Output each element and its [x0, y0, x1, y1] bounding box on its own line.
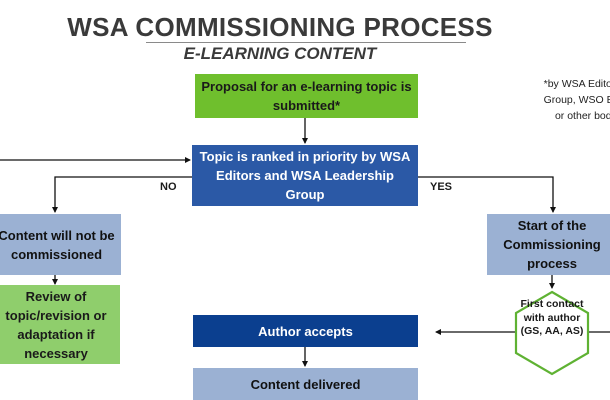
node-first-contact: First contact with author (GS, AA, AS) [520, 298, 584, 337]
footnote: *by WSA Editors, W Group, WSO Educa or o… [505, 76, 610, 124]
edge-label-no: NO [160, 181, 177, 193]
edge-label-yes: YES [430, 181, 453, 193]
footnote-line: or other bodies [554, 110, 610, 122]
diagram-title: WSA COMMISSIONING PROCESS [67, 12, 493, 42]
node-proposal-submitted: Proposal for an e-learning topic is subm… [195, 74, 418, 118]
node-content-delivered: Content delivered [193, 368, 418, 400]
edge-yes-branch [418, 176, 556, 213]
node-review-topic: Review of topic/revision or adaptation i… [0, 285, 120, 364]
title-underline [146, 42, 466, 43]
footnote-line: Group, WSO Educa [543, 94, 610, 106]
edge-no-branch [52, 176, 192, 213]
first-contact-hexagon [514, 290, 590, 376]
node-topic-ranked: Topic is ranked in priority by WSA Edito… [192, 145, 418, 206]
footnote-line: *by WSA Editors, W [543, 78, 610, 90]
node-not-commissioned: Content will not be commissioned [0, 214, 121, 275]
node-author-accepts: Author accepts [193, 315, 418, 347]
node-start-commissioning: Start of the Commissioning process [487, 214, 610, 275]
diagram-subtitle: E-LEARNING CONTENT [183, 44, 377, 63]
